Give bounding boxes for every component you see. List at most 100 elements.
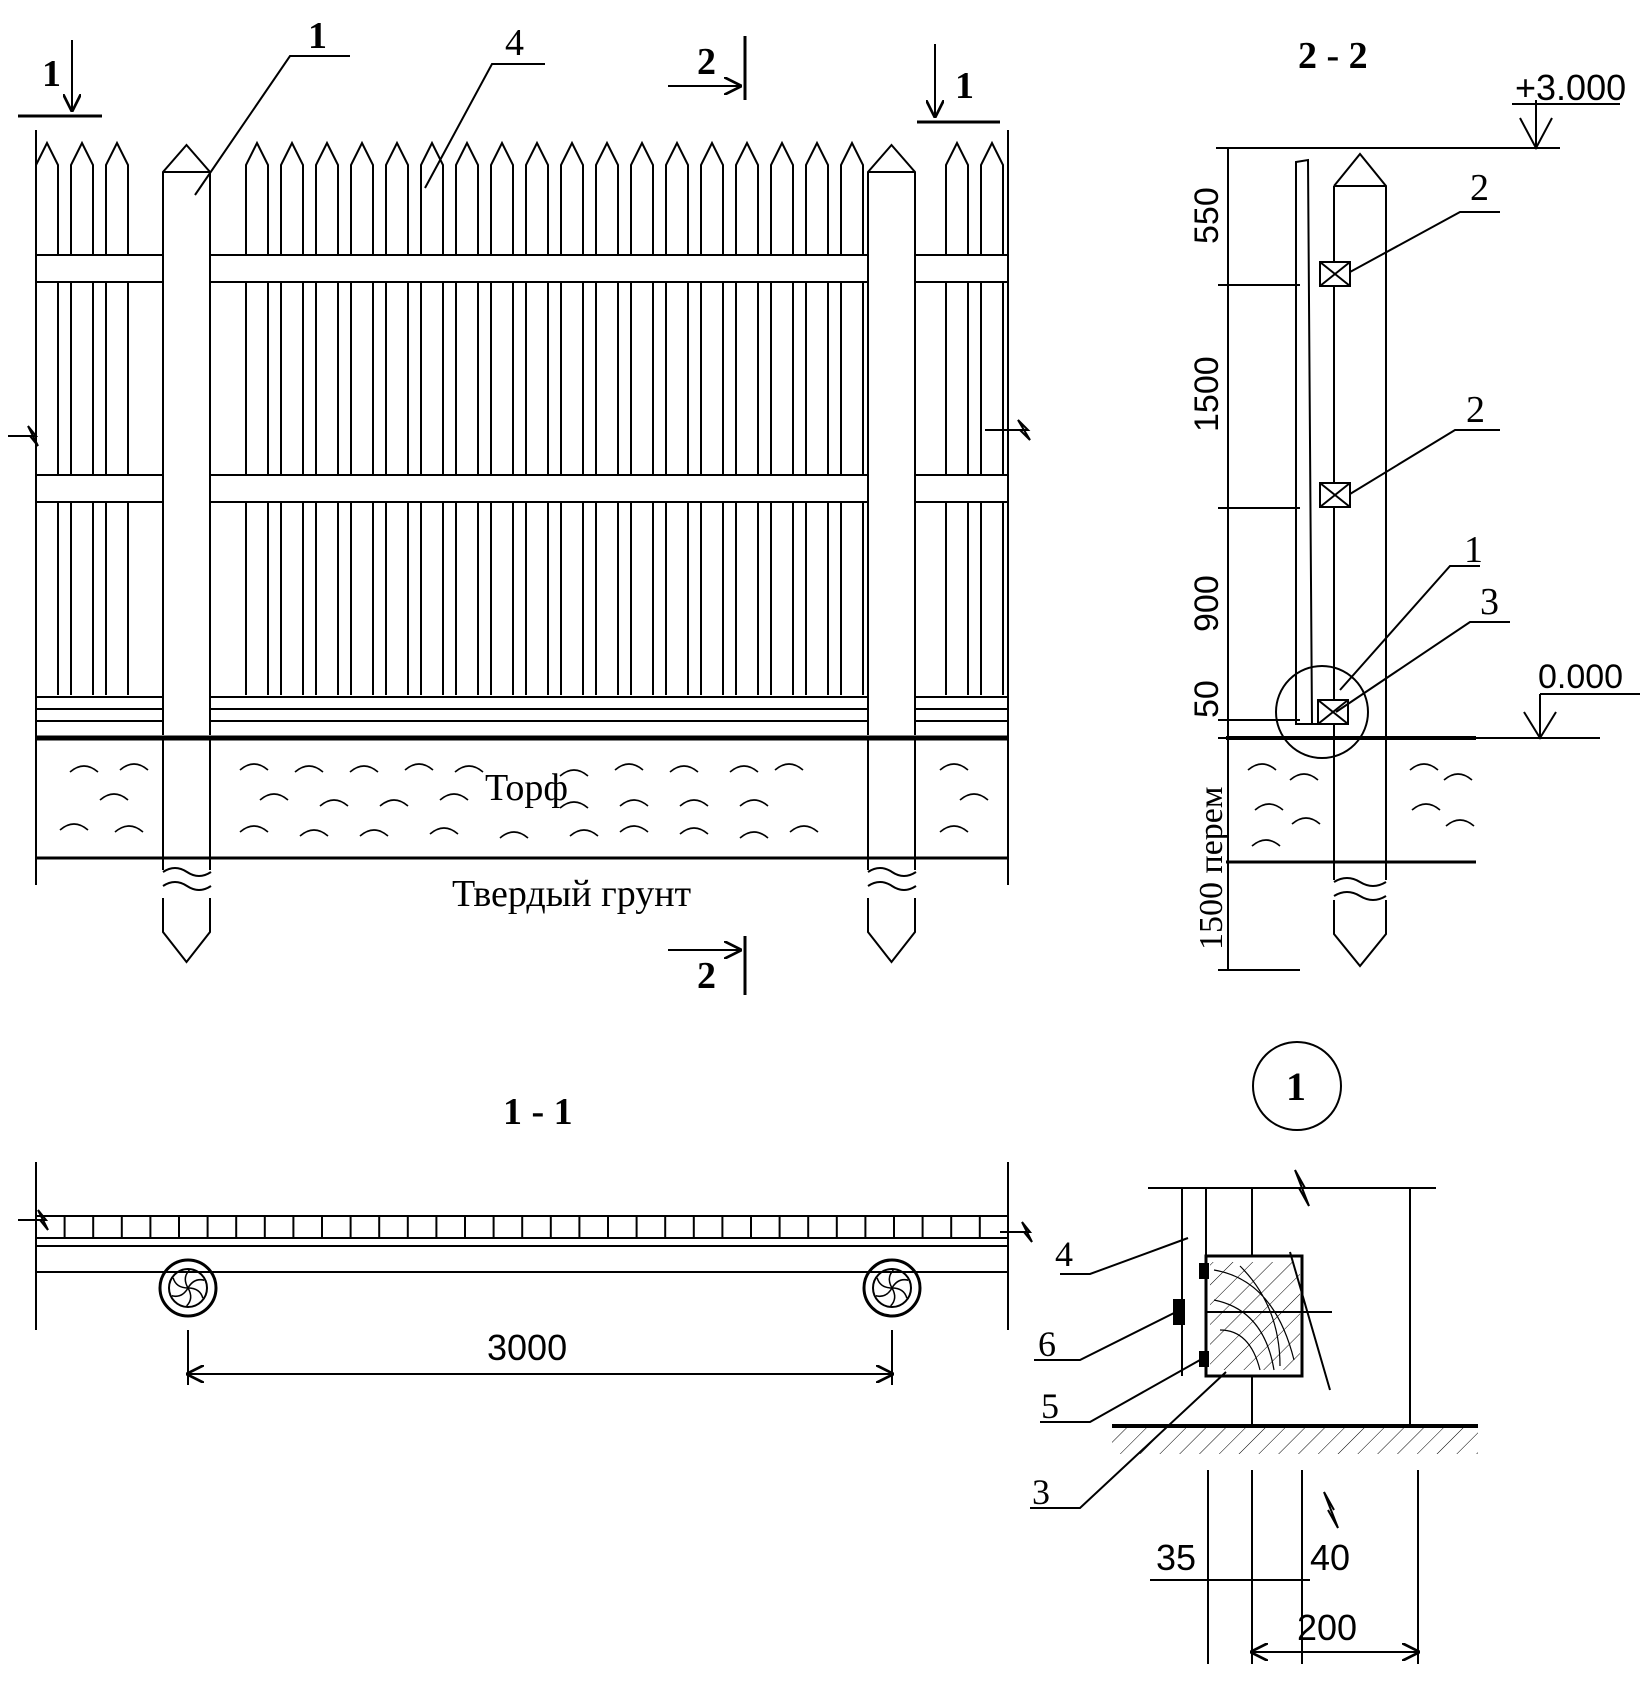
- detail-circle: [1275, 665, 1369, 759]
- peat-mark: [454, 765, 484, 773]
- peat-mark: [114, 825, 144, 833]
- soil-hard-label: Твердый грунт: [452, 873, 692, 915]
- callout-post-number: 1: [308, 15, 327, 57]
- peat-mark: [939, 825, 969, 833]
- picket: [840, 140, 864, 695]
- callout-leader-4: [1060, 1237, 1189, 1275]
- post-tip: [162, 898, 211, 964]
- picket: [560, 140, 584, 695]
- wood-grain: [1213, 1265, 1295, 1371]
- cut-2-bottom-label: 2: [697, 955, 716, 997]
- callout-leader-rail-1: [1349, 211, 1500, 273]
- picket: [525, 140, 549, 695]
- peat-mark: [679, 827, 709, 835]
- rail-x: [1319, 482, 1351, 508]
- peat-mark: [619, 825, 649, 833]
- peat-mark: [559, 769, 589, 777]
- peat-mark: [359, 829, 389, 837]
- detail-1-mark: 1: [1286, 1064, 1306, 1109]
- dim-900-label: 900: [1188, 575, 1226, 632]
- picket: [455, 140, 479, 695]
- peat-mark: [239, 825, 269, 833]
- plan-post-grain: [891, 1287, 908, 1299]
- detail-ground-hatch: [1112, 1428, 1478, 1454]
- peat-mark: [959, 793, 989, 801]
- peat-mark: [404, 763, 434, 771]
- nail-5: [1199, 1351, 1209, 1367]
- section-1-1: [18, 1162, 1033, 1385]
- picket: [385, 140, 409, 695]
- detail-callout-5: 5: [1041, 1386, 1059, 1426]
- plan-post-grain: [172, 1277, 189, 1289]
- section-1-1-title: 1 - 1: [503, 1091, 573, 1133]
- picket: [700, 140, 724, 695]
- plan-post-grain: [876, 1277, 893, 1289]
- picket: [735, 140, 759, 695]
- post-break: [1333, 891, 1387, 901]
- detail-1-labels: 1 4 6 5 3 35 40 200: [1032, 1064, 1357, 1648]
- fence-elevation: [8, 36, 1031, 995]
- callout-leader-bottom-rail: [1335, 621, 1510, 713]
- section-2-2: [1216, 100, 1640, 971]
- peat-mark: [99, 793, 129, 801]
- peat-mark: [1291, 817, 1321, 825]
- plan-post-grain: [184, 1269, 190, 1289]
- peat-mark: [559, 801, 589, 809]
- picket: [70, 140, 94, 695]
- peat-mark: [69, 765, 99, 773]
- callout-leader-post: [194, 55, 350, 196]
- section-1-1-labels: 1 - 1 3000: [487, 1091, 573, 1368]
- soil-peat-label: Торф: [485, 767, 568, 809]
- peat-mark: [349, 765, 379, 773]
- peat-mark: [439, 793, 469, 801]
- dim-break: [1323, 1491, 1339, 1529]
- post-tip: [1333, 900, 1387, 968]
- post-break: [162, 881, 212, 891]
- callout-rail-2: 2: [1466, 389, 1485, 431]
- plan-post-grain: [891, 1278, 909, 1289]
- detail-centerline-diag: [1289, 1251, 1331, 1391]
- peat-mark: [669, 765, 699, 773]
- detail-callout-6: 6: [1038, 1324, 1056, 1364]
- callout-leader-picket: [424, 63, 545, 189]
- elevation-labels: 1 4 1 1 2 2 Торф Твердый грунт: [42, 15, 974, 997]
- dim-1500-upper-label: 1500: [1188, 356, 1226, 432]
- rail: [35, 474, 164, 503]
- plan-post-core: [872, 1268, 912, 1308]
- peat-mark: [259, 793, 289, 801]
- callout-picket-number: 4: [505, 22, 524, 64]
- plan-post-grain: [186, 1287, 192, 1307]
- plan-post-core: [168, 1268, 208, 1308]
- peat-mark: [619, 799, 649, 807]
- post-break: [867, 867, 917, 877]
- peat-mark: [1289, 773, 1319, 781]
- peat-mark: [739, 831, 769, 839]
- peat-mark: [379, 799, 409, 807]
- post: [162, 143, 211, 735]
- peat-mark: [1445, 819, 1475, 827]
- break-mark-left: [8, 425, 39, 447]
- picket: [420, 140, 444, 695]
- plan-post-grain: [187, 1287, 204, 1299]
- plan-post-grain: [171, 1287, 189, 1298]
- rail-x: [1317, 699, 1349, 725]
- rail: [914, 474, 1009, 503]
- picket: [315, 140, 339, 695]
- post-break: [162, 867, 212, 877]
- peat-mark: [299, 829, 329, 837]
- peat-mark: [1247, 763, 1277, 771]
- picket: [245, 140, 269, 695]
- picket: [595, 140, 619, 695]
- peat-mark: [1251, 839, 1281, 847]
- detail-1: [1030, 1041, 1478, 1664]
- picket: [35, 140, 59, 695]
- callout-leader-6: [1034, 1311, 1177, 1361]
- picket: [945, 140, 969, 695]
- callout-bottom-rail: 3: [1480, 581, 1499, 623]
- detail-callout-3: 3: [1032, 1472, 1050, 1512]
- picket: [490, 140, 514, 695]
- detail-callout-4: 4: [1055, 1234, 1073, 1274]
- peat-mark: [789, 825, 819, 833]
- callout-leader-5: [1040, 1359, 1201, 1423]
